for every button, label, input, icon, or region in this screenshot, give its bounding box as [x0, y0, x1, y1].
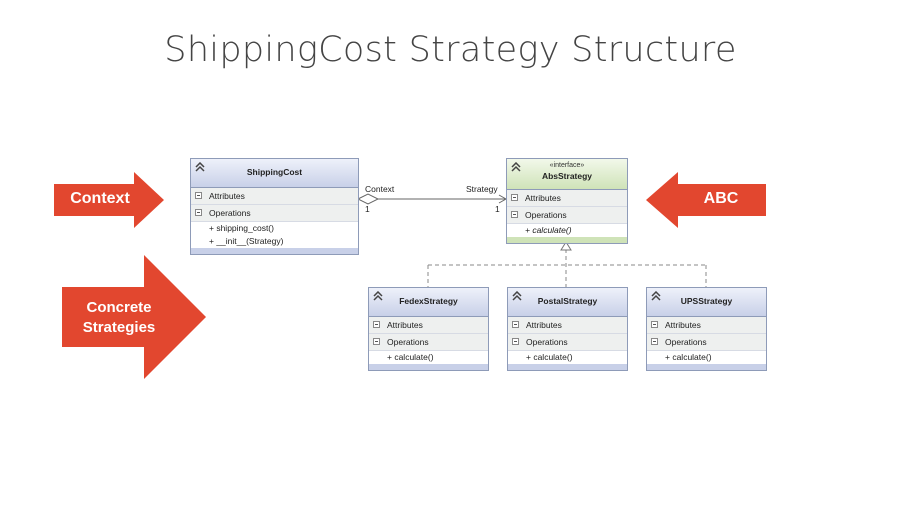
attributes-section[interactable]: Attributes — [507, 190, 627, 207]
operations-section[interactable]: Operations — [507, 207, 627, 224]
abc-callout-arrow — [646, 172, 766, 228]
operations-section[interactable]: Operations — [647, 334, 766, 351]
class-shipping-cost[interactable]: ShippingCost Attributes Operations + shi… — [190, 158, 359, 255]
attributes-label: Attributes — [387, 320, 423, 330]
collapse-box-icon[interactable] — [195, 209, 202, 216]
concrete-callout-arrow — [62, 255, 206, 379]
operations-label: Operations — [526, 337, 568, 347]
strategy-role-label: Strategy — [466, 184, 498, 194]
class-abs-strategy[interactable]: «interface» AbsStrategy Attributes Opera… — [506, 158, 628, 244]
class-name: FedexStrategy — [399, 296, 458, 306]
class-footer — [508, 364, 627, 370]
collapse-box-icon[interactable] — [373, 321, 380, 328]
class-header: FedexStrategy — [369, 288, 488, 317]
collapse-box-icon[interactable] — [511, 211, 518, 218]
collapse-box-icon[interactable] — [651, 338, 658, 345]
class-ups-strategy[interactable]: UPSStrategy Attributes Operations + calc… — [646, 287, 767, 371]
class-header: PostalStrategy — [508, 288, 627, 317]
class-postal-strategy[interactable]: PostalStrategy Attributes Operations + c… — [507, 287, 628, 371]
collapse-chevron-icon[interactable] — [195, 162, 205, 172]
collapse-box-icon[interactable] — [195, 192, 202, 199]
context-callout-arrow — [54, 172, 164, 228]
operation-item: + __init__(Strategy) — [209, 236, 284, 246]
operations-label: Operations — [209, 208, 251, 218]
class-footer — [507, 237, 627, 243]
operation-item: + calculate() — [387, 352, 434, 362]
operation-item: + shipping_cost() — [209, 223, 274, 233]
class-footer — [191, 248, 358, 254]
operations-label: Operations — [387, 337, 429, 347]
target-multiplicity: 1 — [495, 204, 500, 214]
attributes-section[interactable]: Attributes — [647, 317, 766, 334]
class-fedex-strategy[interactable]: FedexStrategy Attributes Operations + ca… — [368, 287, 489, 371]
collapse-chevron-icon[interactable] — [512, 291, 522, 301]
attributes-section[interactable]: Attributes — [191, 188, 358, 205]
operations-section[interactable]: Operations — [191, 205, 358, 222]
operation-item: + calculate() — [525, 225, 572, 235]
collapse-box-icon[interactable] — [512, 321, 519, 328]
attributes-label: Attributes — [665, 320, 701, 330]
context-callout-label: Context — [70, 190, 130, 207]
realization-triangle — [560, 241, 572, 251]
collapse-box-icon[interactable] — [512, 338, 519, 345]
page-title: ShippingCost Strategy Structure — [164, 30, 737, 70]
aggregation-diamond — [356, 193, 380, 205]
class-name: UPSStrategy — [680, 296, 733, 306]
collapse-chevron-icon[interactable] — [511, 162, 521, 172]
collapse-chevron-icon[interactable] — [373, 291, 383, 301]
collapse-box-icon[interactable] — [651, 321, 658, 328]
collapse-chevron-icon[interactable] — [651, 291, 661, 301]
context-role-label: Context — [365, 184, 395, 194]
stereotype-label: «interface» — [549, 162, 585, 169]
abc-callout-label: ABC — [703, 190, 739, 207]
attributes-section[interactable]: Attributes — [369, 317, 488, 334]
operations-label: Operations — [525, 210, 567, 220]
operation-item: + calculate() — [665, 352, 712, 362]
concrete-callout-label: Concrete Strategies — [82, 299, 156, 336]
class-footer — [369, 364, 488, 370]
source-multiplicity: 1 — [365, 204, 370, 214]
collapse-box-icon[interactable] — [373, 338, 380, 345]
class-header: ShippingCost — [191, 159, 358, 188]
class-header: «interface» AbsStrategy — [507, 159, 627, 190]
attributes-label: Attributes — [525, 193, 561, 203]
operations-section[interactable]: Operations — [508, 334, 627, 351]
class-name: PostalStrategy — [537, 296, 598, 306]
operation-item: + calculate() — [526, 352, 573, 362]
class-name: ShippingCost — [246, 167, 303, 177]
class-name: AbsStrategy — [541, 171, 593, 181]
attributes-label: Attributes — [209, 191, 245, 201]
class-footer — [647, 364, 766, 370]
class-header: UPSStrategy — [647, 288, 766, 317]
operations-label: Operations — [665, 337, 707, 347]
collapse-box-icon[interactable] — [511, 194, 518, 201]
operations-section[interactable]: Operations — [369, 334, 488, 351]
attributes-section[interactable]: Attributes — [508, 317, 627, 334]
attributes-label: Attributes — [526, 320, 562, 330]
